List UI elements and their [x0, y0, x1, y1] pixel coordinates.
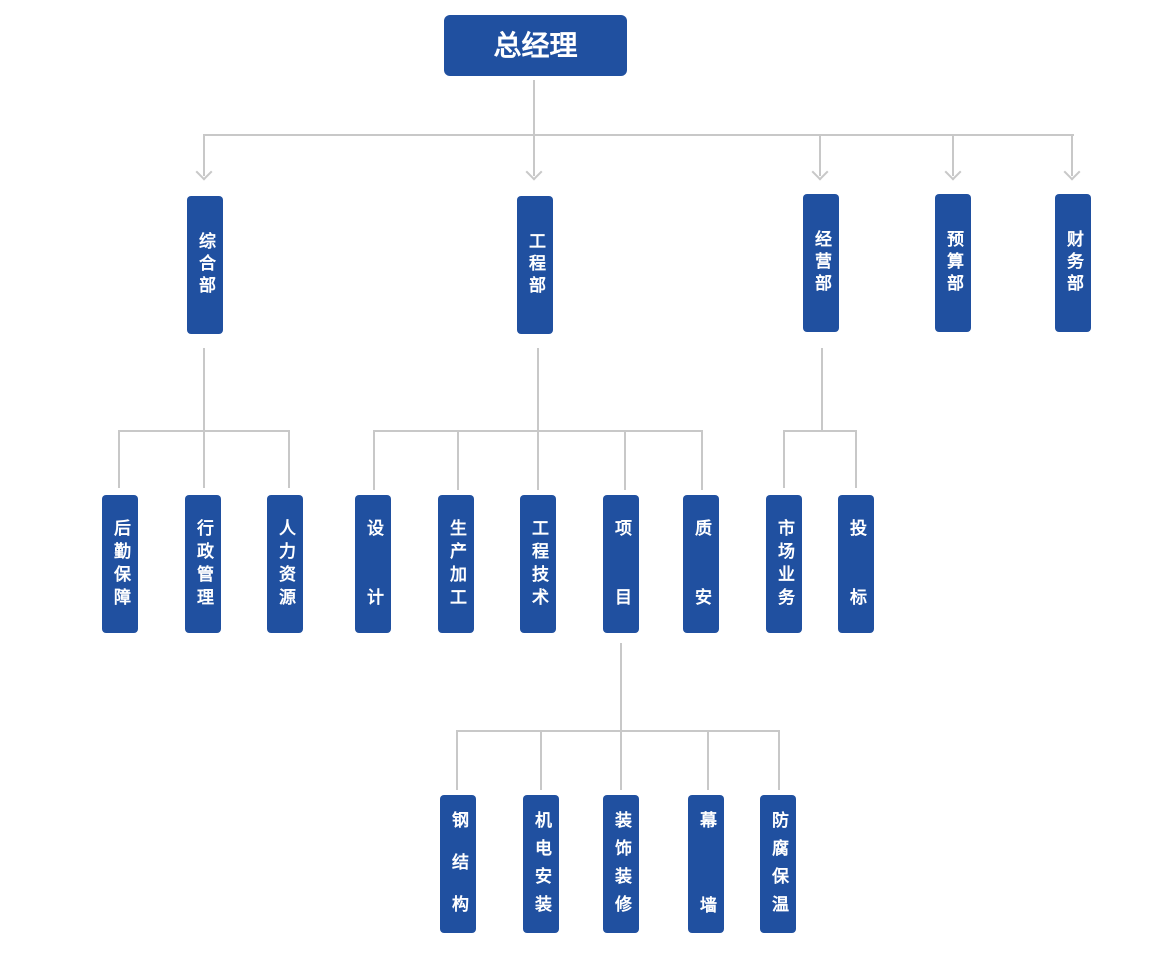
- node-department[interactable]: 财务部: [1055, 194, 1091, 332]
- node-label: 财务部: [1063, 230, 1083, 296]
- connector: [952, 134, 954, 176]
- node-label: 装饰装修: [611, 811, 631, 923]
- connector: [537, 348, 539, 432]
- node-label: 工程技术: [528, 519, 548, 611]
- connector: [204, 134, 1074, 136]
- node-project-unit[interactable]: 装饰装修: [603, 795, 639, 933]
- connector: [1071, 134, 1073, 176]
- connector: [778, 730, 780, 790]
- connector: [288, 430, 290, 488]
- connector: [533, 80, 535, 176]
- node-label: 生产加工: [446, 519, 466, 611]
- connector: [819, 134, 821, 176]
- node-unit[interactable]: 生产加工: [438, 495, 474, 633]
- connector: [373, 430, 375, 490]
- node-label: 防腐保温: [768, 811, 788, 923]
- node-label: 行政管理: [193, 519, 213, 611]
- connector: [620, 730, 622, 790]
- node-project-unit[interactable]: 幕墙: [688, 795, 724, 956]
- connector: [855, 430, 857, 488]
- node-unit[interactable]: 投标: [838, 495, 874, 657]
- node-department[interactable]: 经营部: [803, 194, 839, 332]
- node-label: 综合部: [195, 232, 215, 298]
- arrow-down-icon: [944, 163, 962, 181]
- node-label: 质安: [691, 519, 711, 657]
- node-project-unit[interactable]: 防腐保温: [760, 795, 796, 933]
- connector: [707, 730, 709, 790]
- connector: [203, 430, 205, 488]
- arrow-down-icon: [195, 163, 213, 181]
- connector: [701, 430, 703, 490]
- node-unit[interactable]: 质安: [683, 495, 719, 657]
- node-label: 经营部: [811, 230, 831, 296]
- node-project-unit[interactable]: 钢结构: [440, 795, 476, 937]
- node-label: 市场业务: [774, 519, 794, 611]
- node-label: 幕墙: [696, 811, 716, 956]
- node-label: 项目: [611, 519, 631, 657]
- node-label: 投标: [846, 519, 866, 657]
- node-unit[interactable]: 人力资源: [267, 495, 303, 633]
- connector: [821, 348, 823, 432]
- node-label: 后勤保障: [110, 519, 130, 611]
- node-department[interactable]: 预算部: [935, 194, 971, 332]
- connector: [456, 730, 458, 790]
- connector: [457, 430, 459, 490]
- connector: [203, 134, 205, 176]
- node-label: 机电安装: [531, 811, 551, 923]
- node-department[interactable]: 工程部: [517, 196, 553, 334]
- node-label: 人力资源: [275, 519, 295, 611]
- connector: [783, 430, 857, 432]
- connector: [624, 430, 626, 490]
- node-unit[interactable]: 市场业务: [766, 495, 802, 633]
- connector: [540, 730, 542, 790]
- connector: [620, 643, 622, 732]
- node-unit[interactable]: 行政管理: [185, 495, 221, 633]
- node-project-unit[interactable]: 机电安装: [523, 795, 559, 933]
- node-label: 设计: [363, 519, 383, 657]
- node-label: 钢结构: [448, 811, 468, 937]
- arrow-down-icon: [811, 163, 829, 181]
- connector: [537, 430, 539, 490]
- node-department[interactable]: 综合部: [187, 196, 223, 334]
- node-unit[interactable]: 设计: [355, 495, 391, 657]
- connector: [456, 730, 780, 732]
- node-unit[interactable]: 后勤保障: [102, 495, 138, 633]
- node-label: 预算部: [943, 230, 963, 296]
- connector: [203, 348, 205, 432]
- arrow-down-icon: [1063, 163, 1081, 181]
- node-unit[interactable]: 工程技术: [520, 495, 556, 633]
- node-label: 工程部: [525, 232, 545, 298]
- node-general-manager[interactable]: 总经理: [444, 15, 627, 76]
- arrow-down-icon: [525, 163, 543, 181]
- connector: [783, 430, 785, 488]
- node-unit[interactable]: 项目: [603, 495, 639, 657]
- connector: [118, 430, 120, 488]
